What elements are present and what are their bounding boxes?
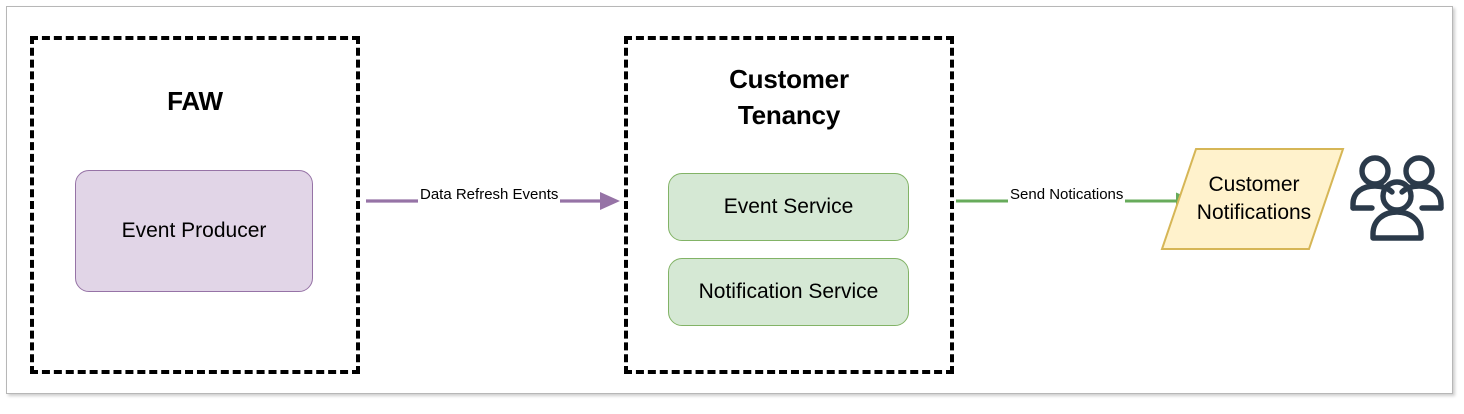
connector-send-notifications[interactable]: Send Notications bbox=[956, 186, 1196, 216]
node-event-service[interactable]: Event Service bbox=[668, 173, 909, 241]
connector-label-data-refresh-events: Data Refresh Events bbox=[418, 186, 561, 204]
connector-label-send-notifications: Send Notications bbox=[1008, 186, 1126, 204]
shape-customer-notifications[interactable]: Customer Notifications bbox=[1160, 147, 1345, 251]
parallelogram-shape bbox=[1160, 148, 1345, 250]
shape-label-customer-notifications: Customer Notifications bbox=[1196, 173, 1312, 224]
group-container-customer-tenancy[interactable]: Customer Tenancy bbox=[624, 36, 954, 374]
node-notification-service[interactable]: Notification Service bbox=[668, 258, 909, 326]
group-title-faw: FAW bbox=[167, 86, 223, 116]
group-title-customer-tenancy: Customer Tenancy bbox=[729, 64, 849, 130]
group-container-faw[interactable]: FAW bbox=[30, 36, 360, 374]
people-group-icon-svg bbox=[1350, 155, 1444, 241]
node-event-producer[interactable]: Event Producer bbox=[75, 170, 313, 292]
connector-data-refresh-events[interactable]: Data Refresh Events bbox=[366, 186, 620, 216]
people-group-icon bbox=[1348, 150, 1446, 248]
